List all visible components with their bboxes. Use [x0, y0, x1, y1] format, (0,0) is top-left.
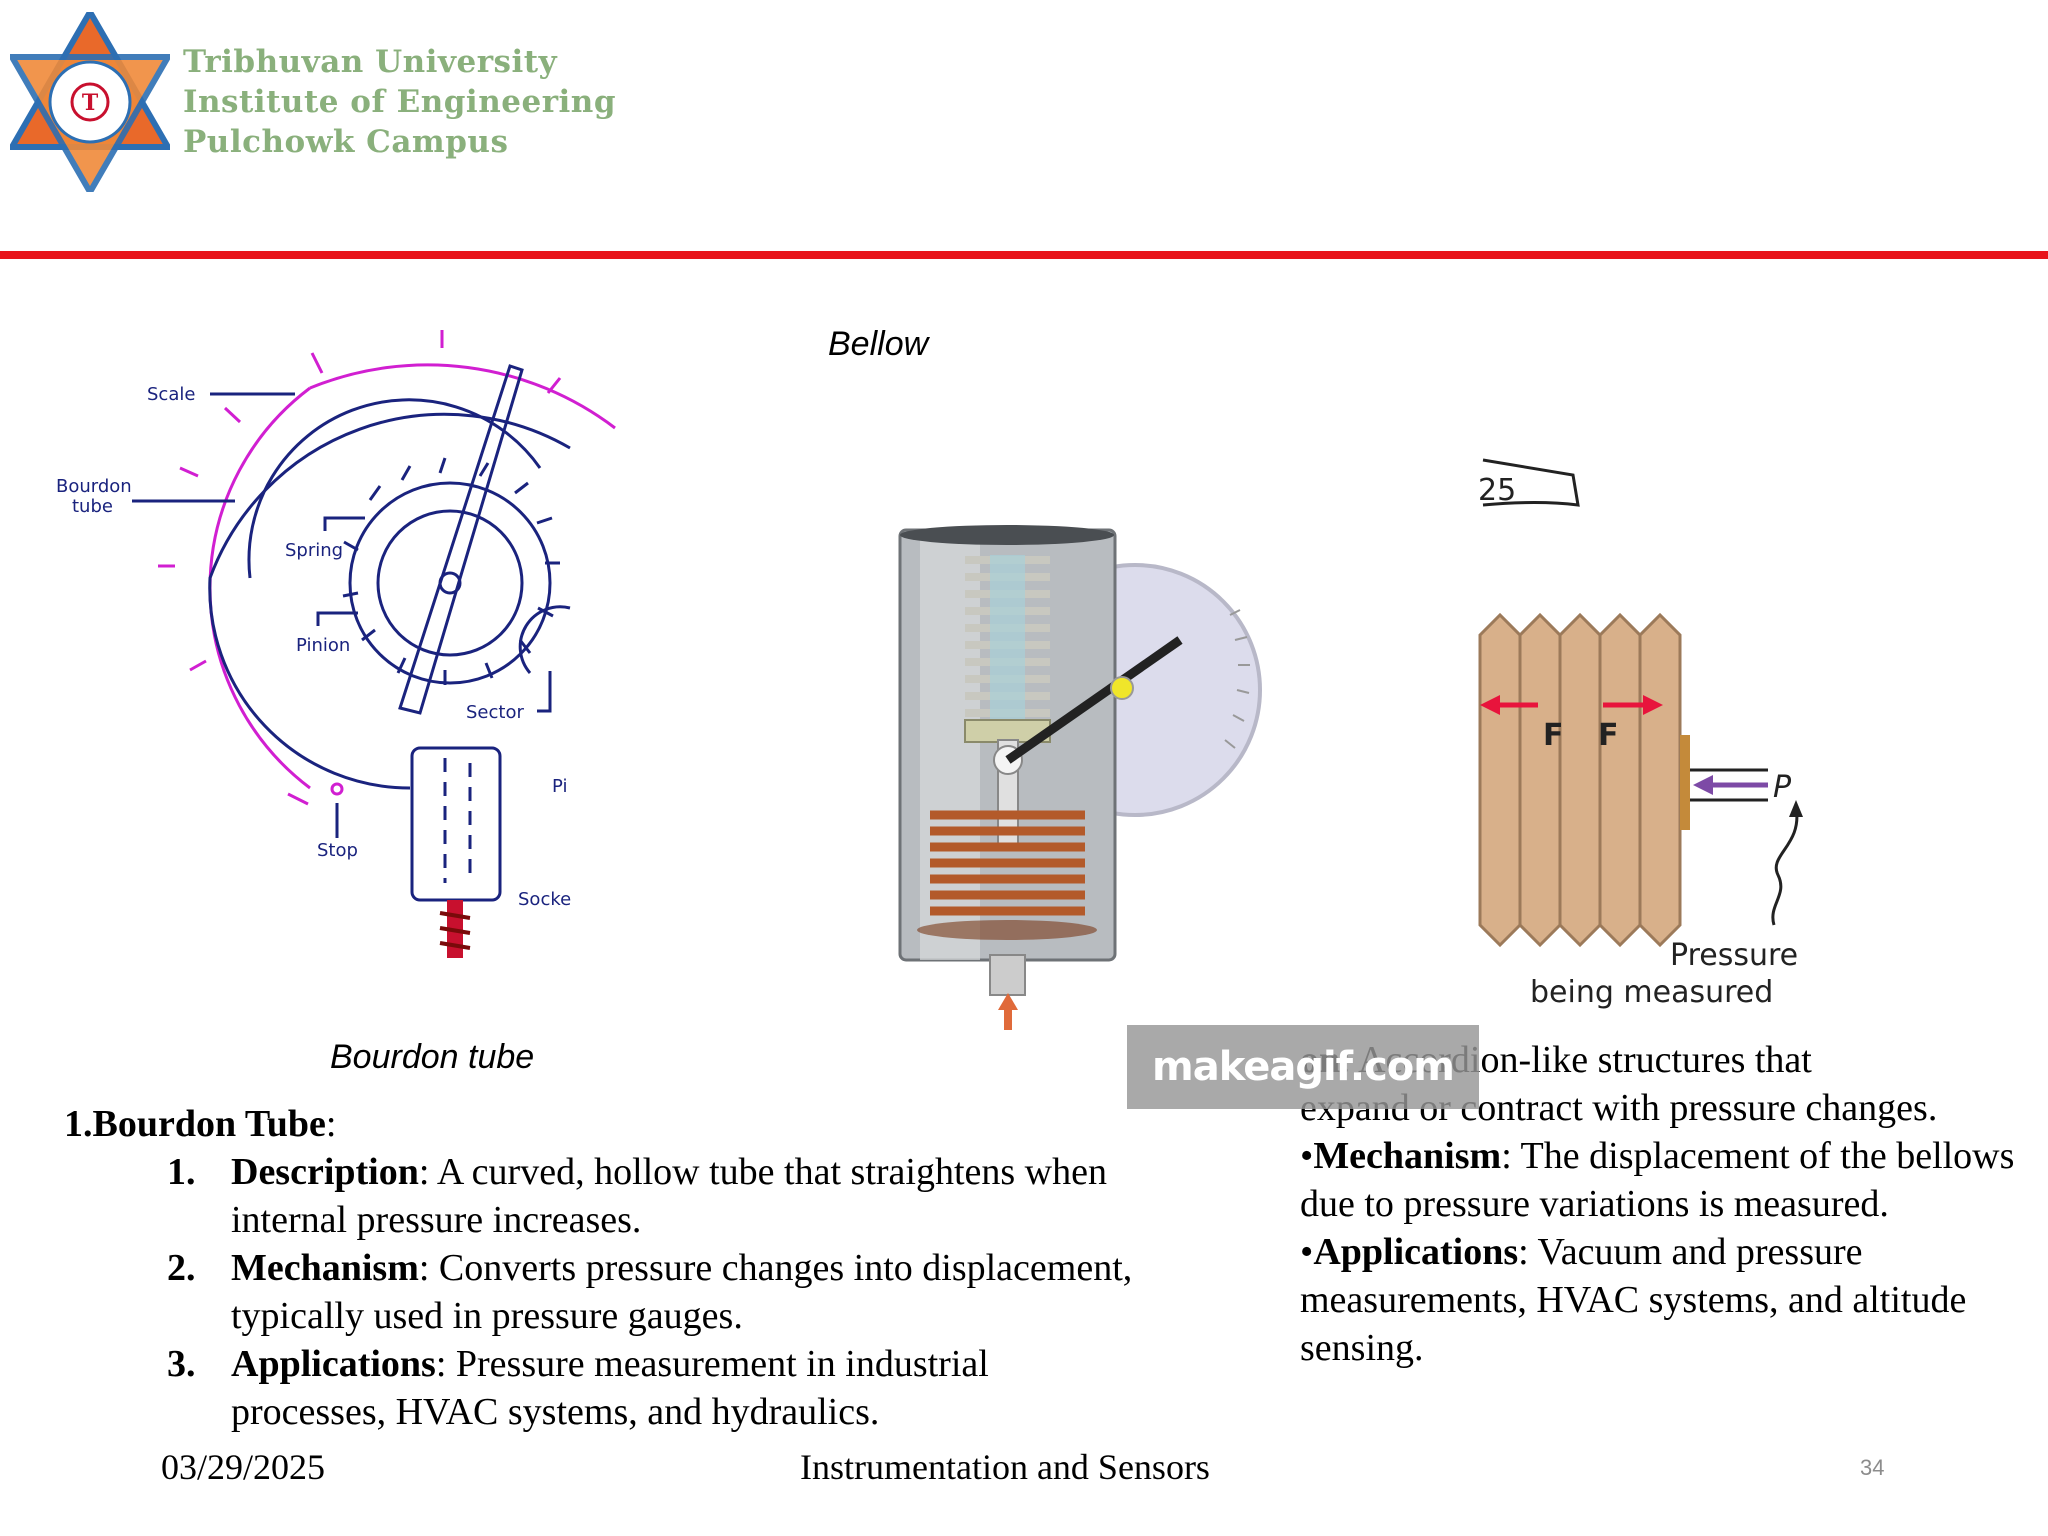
- list-term: Description: [231, 1151, 419, 1193]
- logo-line-2: Institute of Engineering: [183, 84, 617, 120]
- mechanism-text: : The displacement of the bellows due to…: [1300, 1135, 2015, 1225]
- bellows-mechanism: •Mechanism: The displacement of the bell…: [1300, 1132, 2030, 1228]
- bullet: •: [1300, 1231, 1314, 1273]
- svg-text:T: T: [82, 90, 99, 116]
- list-text: : Pressure measurement in industrial pro…: [231, 1343, 989, 1433]
- bellow-gauge-illustration: [898, 525, 1262, 1030]
- label-bourdon-tube-2: tube: [72, 496, 113, 517]
- list-item: 1. Description: A curved, hollow tube tha…: [64, 1148, 1144, 1244]
- list-number: 1.: [167, 1151, 196, 1193]
- label-stop: Stop: [317, 840, 358, 861]
- bourdon-list: 1. Description: A curved, hollow tube tha…: [64, 1148, 1144, 1436]
- label-pi: Pi: [552, 776, 567, 797]
- bourdon-heading: 1.Bourdon Tube:: [64, 1100, 1144, 1148]
- bourdon-heading-colon: :: [325, 1103, 337, 1145]
- accordion-bellows-illustration: 25 P F F Pressure being measured: [1478, 458, 1803, 1010]
- list-item: 2. Mechanism: Converts pressure changes i…: [64, 1244, 1144, 1340]
- label-scale: Scale: [147, 384, 195, 405]
- footer-date: 03/29/2025: [161, 1447, 326, 1487]
- pressure-caption-2: being measured: [1530, 975, 1773, 1010]
- applications-text: : Vacuum and pressure measurements, HVAC…: [1300, 1231, 1967, 1369]
- logo-text: Tribhuvan University Institute of Engine…: [183, 42, 616, 162]
- bellow-caption: Bellow: [828, 325, 929, 363]
- label-spring: Spring: [285, 540, 343, 561]
- label-pinion: Pinion: [296, 635, 350, 656]
- university-logo: T: [10, 12, 170, 192]
- force-label-left: F: [1543, 718, 1564, 753]
- list-term: Applications: [231, 1343, 436, 1385]
- list-term: Mechanism: [231, 1247, 419, 1289]
- list-number: 3.: [167, 1343, 196, 1385]
- label-sector: Sector: [466, 702, 524, 723]
- dial-number: 25: [1478, 473, 1516, 508]
- list-text: : A curved, hollow tube that straightens…: [231, 1151, 1107, 1241]
- label-bourdon-tube-1: Bourdon: [56, 476, 132, 497]
- footer-title: Instrumentation and Sensors: [800, 1447, 1210, 1487]
- logo-line-1: Tribhuvan University: [183, 44, 558, 80]
- mechanism-term: Mechanism: [1313, 1135, 1502, 1177]
- logo-line-3: Pulchowk Campus: [183, 124, 509, 160]
- bourdon-description: 1.Bourdon Tube: 1. Description: A curved,…: [64, 1100, 1144, 1436]
- bellows-applications: •Applications: Vacuum and pressure measu…: [1300, 1228, 2030, 1372]
- list-item: 3. Applications: Pressure measurement in …: [64, 1340, 1144, 1436]
- applications-term: Applications: [1313, 1231, 1519, 1273]
- page-number: 34: [1860, 1455, 1885, 1480]
- bourdon-heading-bold: 1.Bourdon Tube: [64, 1103, 326, 1145]
- pressure-symbol: P: [1773, 770, 1792, 805]
- bourdon-tube-diagram: Scale Bourdon tube Spring Pinion Sector …: [56, 330, 616, 958]
- list-text: : Converts pressure changes into displac…: [231, 1247, 1133, 1337]
- bullet: •: [1300, 1135, 1314, 1177]
- makeagif-watermark: makeagif.com: [1127, 1025, 1479, 1109]
- header-divider: [0, 251, 2048, 259]
- force-label-right: F: [1598, 718, 1619, 753]
- pressure-caption-1: Pressure: [1670, 938, 1798, 973]
- label-socket: Socke: [518, 889, 571, 910]
- list-number: 2.: [167, 1247, 196, 1289]
- bourdon-caption: Bourdon tube: [330, 1038, 535, 1076]
